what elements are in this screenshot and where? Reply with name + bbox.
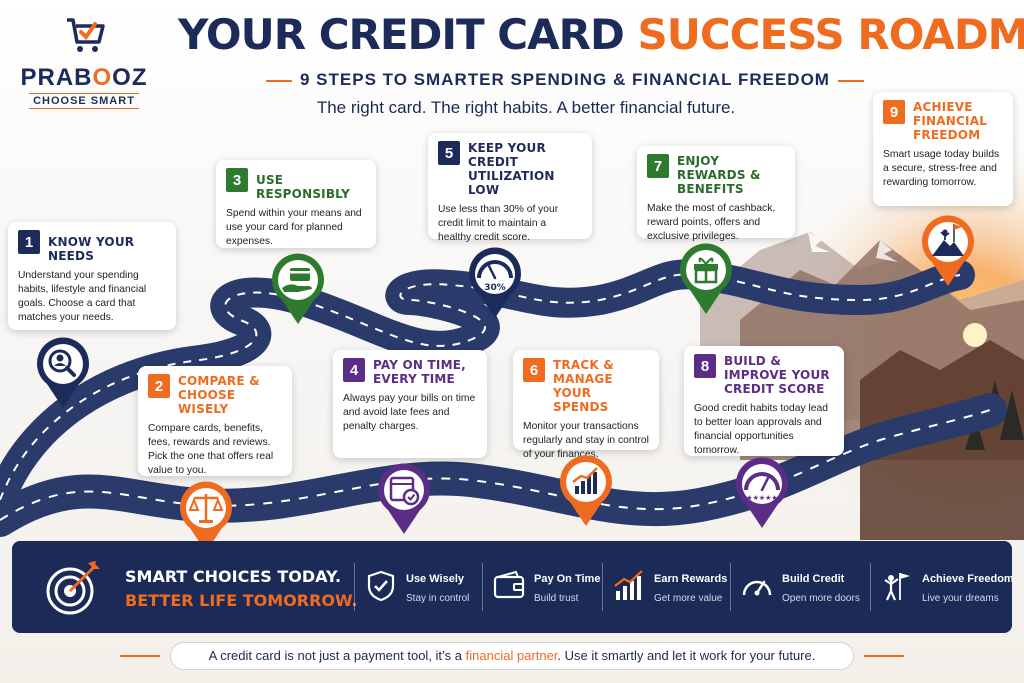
person-flag-icon [884, 573, 910, 601]
step-title: TRACK & MANAGE YOUR SPENDS [553, 358, 614, 414]
step-description: Good credit habits today lead to better … [694, 403, 828, 456]
banner-item-build-credit: Build Credit Open more doors [740, 563, 862, 613]
step-card-9: 9 ACHIEVE FINANCIAL FREEDOM Smart usage t… [873, 92, 1013, 206]
banner-item-earn-rewards: Earn Rewards Get more value [612, 563, 728, 613]
balance-scale-icon [180, 481, 232, 552]
banner-item-achieve-freedom: Achieve Freedom Live your dreams [880, 563, 1014, 613]
page-subtitle: 9 STEPS TO SMARTER SPENDING & FINANCIAL … [258, 70, 829, 90]
meter-stars: ★★★★★ [746, 494, 777, 502]
search-person-icon [37, 337, 89, 408]
banner-item-pay-on-time: Pay On Time Build trust [492, 563, 602, 613]
shopping-cart-icon [67, 18, 105, 52]
banner-divider [354, 563, 355, 611]
brand-tagline: CHOOSE SMART [29, 93, 139, 109]
summit-flag-icon [922, 215, 974, 286]
growth-chart-icon [560, 455, 612, 526]
step-description: Use less than 30% of your credit limit t… [438, 204, 559, 243]
step-description: Monitor your transactions regularly and … [523, 421, 649, 460]
card-in-hand-icon [272, 253, 324, 324]
footer-quote: A credit card is not just a payment tool… [170, 642, 854, 670]
banner-divider [482, 563, 483, 611]
step-number: 5 [438, 141, 460, 165]
footer-accent-right [864, 655, 904, 657]
gift-icon [680, 243, 732, 314]
step-card-8: 8 BUILD & IMPROVE YOUR CREDIT SCORE Good … [684, 346, 844, 456]
step-description: Make the most of cashback, reward points… [647, 203, 776, 242]
step-card-4: 4 PAY ON TIME, EVERY TIME Always pay your… [333, 350, 487, 458]
step-description: Understand your spending habits, lifesty… [18, 270, 147, 323]
step-title: ACHIEVE FINANCIAL FREEDOM [913, 100, 988, 142]
step-number: 6 [523, 358, 545, 382]
step-card-1: 1 KNOW YOUR NEEDS Understand your spendin… [8, 222, 176, 330]
step-title: USE RESPONSIBLY [256, 173, 351, 201]
step-number: 4 [343, 358, 365, 382]
step-card-2: 2 COMPARE & CHOOSE WISELY Compare cards, … [138, 366, 292, 476]
gauge-icon: 30% [469, 247, 521, 318]
step-card-5: 5 KEEP YOUR CREDIT UTILIZATION LOW Use le… [428, 133, 592, 243]
speedometer-icon [742, 580, 772, 596]
step-number: 2 [148, 374, 170, 398]
step-number: 1 [18, 230, 40, 254]
page-title: YOUR CREDIT CARD SUCCESS ROADMAP [178, 10, 1024, 59]
step-number: 8 [694, 354, 716, 378]
step-description: Always pay your bills on time and avoid … [343, 393, 476, 432]
slogan-line-1: SMART CHOICES TODAY. [125, 567, 342, 586]
step-title: KEEP YOUR CREDIT UTILIZATION LOW [468, 141, 555, 197]
calendar-check-icon [378, 463, 430, 534]
step-title: COMPARE & CHOOSE WISELY [178, 374, 260, 416]
step-description: Spend within your means and use your car… [226, 208, 362, 247]
sun [963, 323, 987, 347]
step-title: PAY ON TIME, EVERY TIME [373, 358, 466, 386]
step-card-3: 3 USE RESPONSIBLY Spend within your means… [216, 160, 376, 248]
step-title: KNOW YOUR NEEDS [48, 235, 135, 263]
step-number: 7 [647, 154, 669, 178]
banner-divider [602, 563, 603, 611]
gauge-label: 30% [484, 283, 506, 293]
score-meter-icon: ★★★★★ [736, 457, 788, 528]
target-arrow-icon [46, 561, 100, 615]
page-tagline: The right card. The right habits. A bett… [316, 98, 736, 117]
step-card-7: 7 ENJOY REWARDS & BENEFITS Make the most … [637, 146, 795, 242]
step-card-6: 6 TRACK & MANAGE YOUR SPENDS Monitor your… [513, 350, 659, 460]
banner-divider [870, 563, 871, 611]
wallet-icon [493, 570, 525, 599]
banner-item-use-wisely: Use Wisely Stay in control [364, 563, 482, 613]
step-description: Smart usage today builds a secure, stres… [883, 149, 1000, 188]
brand-logo[interactable]: PRABOOZ CHOOSE SMART [14, 12, 154, 109]
slogan-line-2: BETTER LIFE TOMORROW. [125, 591, 358, 610]
step-description: Compare cards, benefits, fees, rewards a… [148, 423, 274, 476]
step-number: 3 [226, 168, 248, 192]
banner-divider [730, 563, 731, 611]
step-title: BUILD & IMPROVE YOUR CREDIT SCORE [724, 354, 830, 396]
bottom-banner: SMART CHOICES TODAY. BETTER LIFE TOMORRO… [12, 541, 1014, 633]
bar-growth-icon [614, 570, 643, 600]
brand-name: PRABOOZ [20, 64, 148, 91]
step-title: ENJOY REWARDS & BENEFITS [677, 154, 761, 196]
step-number: 9 [883, 100, 905, 124]
footer-accent-left [120, 655, 160, 657]
shield-check-icon [367, 570, 395, 602]
